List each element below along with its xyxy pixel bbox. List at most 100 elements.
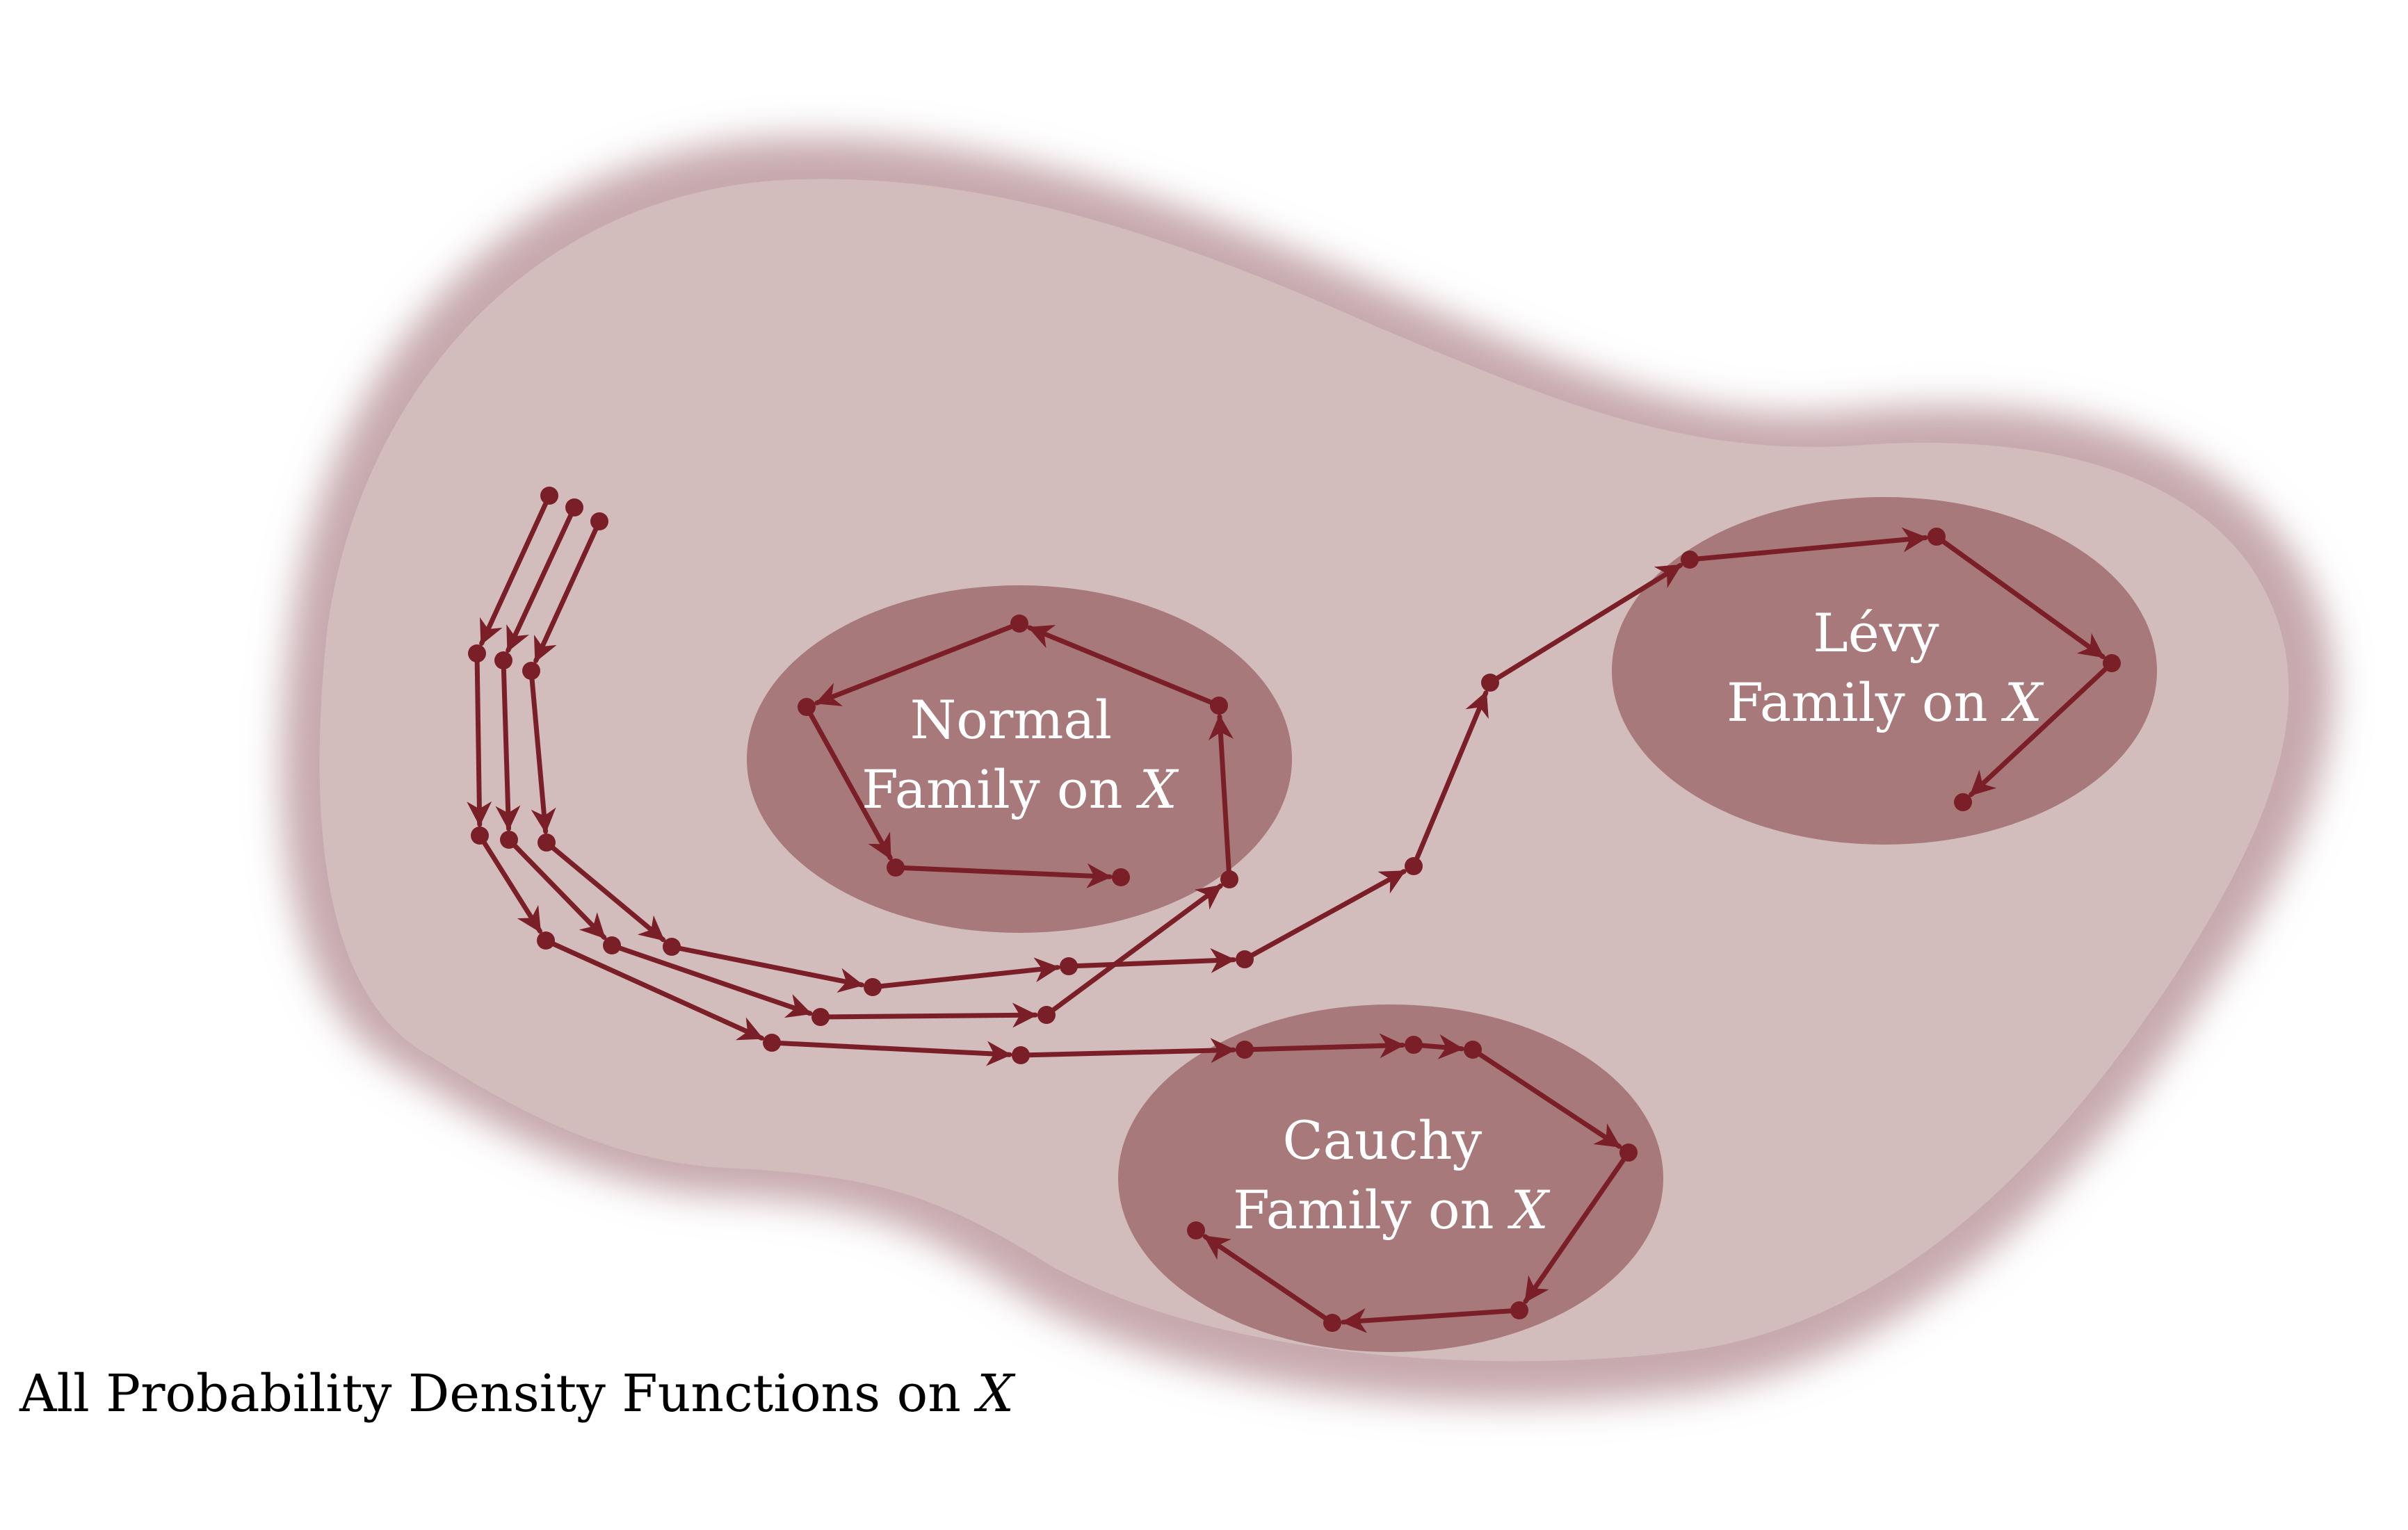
path-segment bbox=[818, 1002, 1038, 1028]
levy-family-line2: Family on X bbox=[1727, 672, 2044, 733]
path-segment bbox=[1934, 534, 2106, 660]
path-segment bbox=[769, 1040, 1012, 1066]
path-point bbox=[1464, 1041, 1482, 1059]
path-point bbox=[1220, 870, 1238, 888]
universe-region-body bbox=[319, 179, 2289, 1362]
universe-label: All Probability Density Functions on X bbox=[19, 1364, 1016, 1424]
universe-label-var: X bbox=[973, 1364, 1016, 1424]
cauchy-family-line2: Family on X bbox=[1233, 1179, 1551, 1241]
levy-family-region bbox=[1612, 497, 2157, 845]
path-point bbox=[500, 831, 518, 849]
path-point bbox=[763, 1034, 781, 1052]
path-point bbox=[537, 931, 555, 950]
path-segment bbox=[1341, 1308, 1522, 1333]
normal-family-text: Family on bbox=[862, 758, 1122, 820]
path-point bbox=[471, 827, 489, 845]
path-segment bbox=[1411, 690, 1489, 869]
path-segment bbox=[506, 837, 607, 941]
path-point bbox=[1210, 697, 1228, 715]
path-point bbox=[1010, 615, 1028, 633]
cauchy-family-var: X bbox=[1508, 1179, 1551, 1241]
path-point bbox=[1928, 528, 1946, 546]
levy-family-label: Lévy Family on X bbox=[1727, 602, 2044, 733]
path-segment bbox=[669, 944, 864, 993]
path-to-normal bbox=[467, 487, 1638, 1333]
normal-family-name: Normal bbox=[910, 689, 1112, 751]
path-point bbox=[522, 662, 540, 680]
path-segment bbox=[506, 505, 577, 653]
path-segment bbox=[1523, 1150, 1631, 1304]
path-point bbox=[1510, 1301, 1528, 1319]
path-point bbox=[2103, 654, 2121, 672]
path-point bbox=[538, 833, 556, 852]
path-point bbox=[798, 698, 816, 716]
path-to-levy bbox=[522, 512, 2121, 996]
path-segment bbox=[477, 833, 542, 934]
path-point bbox=[1323, 1314, 1341, 1332]
path-point bbox=[590, 512, 608, 530]
path-point bbox=[494, 651, 512, 669]
path-segment bbox=[543, 938, 764, 1041]
path-point bbox=[1236, 950, 1254, 968]
path-point bbox=[663, 938, 681, 956]
path-segment bbox=[1687, 527, 1928, 562]
path-segment bbox=[893, 863, 1113, 888]
path-point bbox=[468, 644, 486, 662]
path-point bbox=[1954, 793, 1972, 811]
path-point bbox=[603, 936, 621, 954]
path-point bbox=[811, 1008, 830, 1026]
path-segment bbox=[814, 621, 1022, 706]
path-segment bbox=[804, 704, 893, 861]
path-point bbox=[864, 978, 882, 996]
normal-family-var: X bbox=[1136, 758, 1179, 820]
path-segment bbox=[467, 651, 492, 827]
path-segment bbox=[1018, 1038, 1236, 1064]
path-segment bbox=[528, 668, 556, 834]
path-point bbox=[1481, 674, 1499, 692]
cauchy-family-name: Cauchy bbox=[1282, 1109, 1482, 1171]
normal-family-line2: Family on X bbox=[862, 758, 1179, 820]
path-to-cauchy bbox=[494, 498, 1238, 1028]
path-point bbox=[1405, 1036, 1423, 1054]
cauchy-family-text: Family on bbox=[1233, 1179, 1494, 1241]
path-segment bbox=[1470, 1047, 1622, 1149]
path-point bbox=[1405, 857, 1423, 875]
path-point bbox=[1681, 551, 1699, 569]
normal-family-label: Normal Family on X bbox=[862, 689, 1179, 820]
path-segment bbox=[1066, 947, 1236, 973]
levy-family-name: Lévy bbox=[1813, 602, 1939, 664]
path-point bbox=[1060, 957, 1078, 975]
path-point bbox=[540, 487, 558, 505]
path-point bbox=[887, 858, 905, 877]
path-point bbox=[1012, 1046, 1030, 1064]
optimization-paths bbox=[467, 487, 2121, 1333]
path-segment bbox=[533, 519, 602, 663]
path-segment bbox=[1969, 660, 2115, 797]
path-segment bbox=[1208, 714, 1234, 882]
path-segment bbox=[870, 957, 1060, 990]
path-point bbox=[1619, 1144, 1638, 1162]
path-segment bbox=[1487, 562, 1683, 685]
path-segment bbox=[1202, 1234, 1335, 1326]
levy-family-var: X bbox=[2001, 672, 2044, 733]
path-segment bbox=[1242, 1033, 1405, 1059]
path-point bbox=[565, 498, 583, 516]
cauchy-family-label: Cauchy Family on X bbox=[1233, 1109, 1551, 1241]
universe-region bbox=[282, 137, 2334, 1403]
path-segment bbox=[479, 493, 552, 646]
path-point bbox=[1236, 1041, 1254, 1059]
path-segment bbox=[544, 840, 666, 943]
universe-label-text: All Probability Density Functions on bbox=[19, 1364, 961, 1424]
path-point bbox=[1187, 1221, 1205, 1239]
path-segment bbox=[609, 943, 813, 1018]
cauchy-family-region bbox=[1118, 1004, 1663, 1352]
path-segment bbox=[1044, 884, 1223, 1018]
path-point bbox=[1112, 868, 1130, 886]
path-segment bbox=[1242, 869, 1407, 962]
path-point bbox=[1037, 1006, 1056, 1024]
levy-family-text: Family on bbox=[1727, 672, 1987, 733]
path-segment bbox=[495, 658, 521, 831]
path-segment bbox=[1027, 624, 1222, 708]
